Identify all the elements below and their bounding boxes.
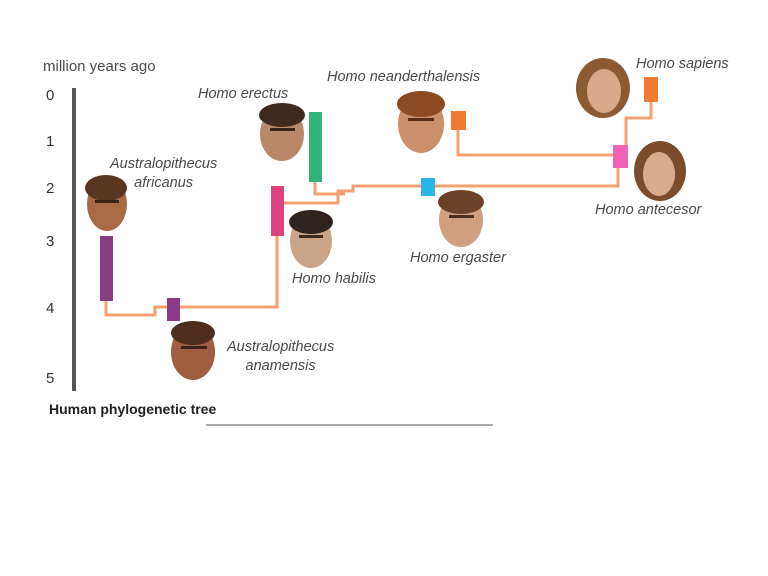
label-line: anamensis [245,358,316,374]
label-line: africanus [134,175,194,191]
label-homo-habilis: Homo habilis [292,271,376,287]
label-homo-antecesor: Homo antecesor [595,202,702,218]
bar-erectus [309,112,322,182]
tick-label-2: 2 [46,180,55,197]
bar-sapiens [644,77,658,102]
tick-label-0: 0 [46,87,55,104]
label-australopithecus-anamensis: Australopithecus anamensis [227,338,334,376]
portrait-erectus-icon [259,103,305,161]
tick-label-5: 5 [46,370,55,387]
branch-anamensis-to-habilis [173,236,279,309]
branch-neanderthal [456,130,618,157]
bar-africanus [100,236,113,301]
label-homo-neanderthalensis: Homo neanderthalensis [327,69,481,85]
tick-label-1: 1 [46,133,55,150]
bar-anamensis [167,298,180,321]
portrait-anamensis-icon [171,321,215,380]
portrait-habilis-icon [289,210,333,268]
label-homo-erectus: Homo erectus [198,86,289,102]
branch-africanus-to-anamensis [104,300,173,317]
portrait-sapiens-icon [576,58,630,118]
portrait-africanus-icon [85,175,127,231]
label-line: Australopithecus [227,339,335,355]
label-homo-ergaster: Homo ergaster [410,250,506,266]
label-homo-sapiens: Homo sapiens [636,56,729,72]
bar-antecesor [613,145,628,168]
branch-erectus-stem [313,182,345,196]
axis-title: million years ago [43,58,156,75]
label-australopithecus-africanus: Australopithecus africanus [110,155,217,193]
branch-sapiens [624,102,653,145]
label-line: Australopithecus [110,156,218,172]
portrait-antecesor-icon [634,141,686,201]
bar-habilis [271,186,284,236]
branch-lines [104,102,653,317]
bar-ergaster [421,178,435,196]
portrait-neanderthalensis-icon [397,91,445,153]
tick-label-3: 3 [46,233,55,250]
portrait-ergaster-icon [438,190,484,247]
tick-label-4: 4 [46,300,55,317]
branch-habilis-to-erectus [277,184,428,205]
figure-caption: Human phylogenetic tree [49,401,217,417]
bar-neanderthalensis [451,111,466,130]
